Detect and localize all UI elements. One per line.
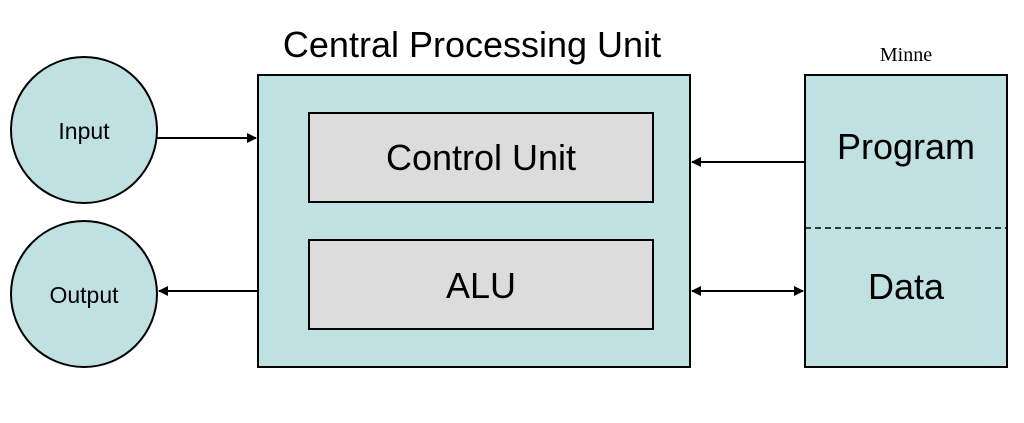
memory-data-label: Data bbox=[868, 266, 945, 307]
control-unit-box: Control Unit bbox=[308, 112, 654, 203]
alu-box: ALU bbox=[308, 239, 654, 330]
input-node: Input bbox=[10, 56, 158, 204]
output-circle bbox=[10, 220, 158, 368]
memory-rect bbox=[804, 74, 1008, 368]
input-label: Input bbox=[58, 118, 110, 144]
control-unit-label: Control Unit bbox=[386, 137, 576, 178]
alu-rect bbox=[308, 239, 654, 330]
control-unit-rect bbox=[308, 112, 654, 203]
memory-box: Program Data bbox=[804, 74, 1008, 368]
input-circle bbox=[10, 56, 158, 204]
cpu-title: Central Processing Unit bbox=[283, 24, 661, 65]
memory-program-label: Program bbox=[837, 126, 975, 167]
memory-title: Minne bbox=[880, 44, 932, 66]
cpu-box: Control Unit ALU bbox=[257, 74, 691, 368]
output-node: Output bbox=[10, 220, 158, 368]
alu-label: ALU bbox=[446, 265, 516, 306]
output-label: Output bbox=[49, 282, 119, 308]
